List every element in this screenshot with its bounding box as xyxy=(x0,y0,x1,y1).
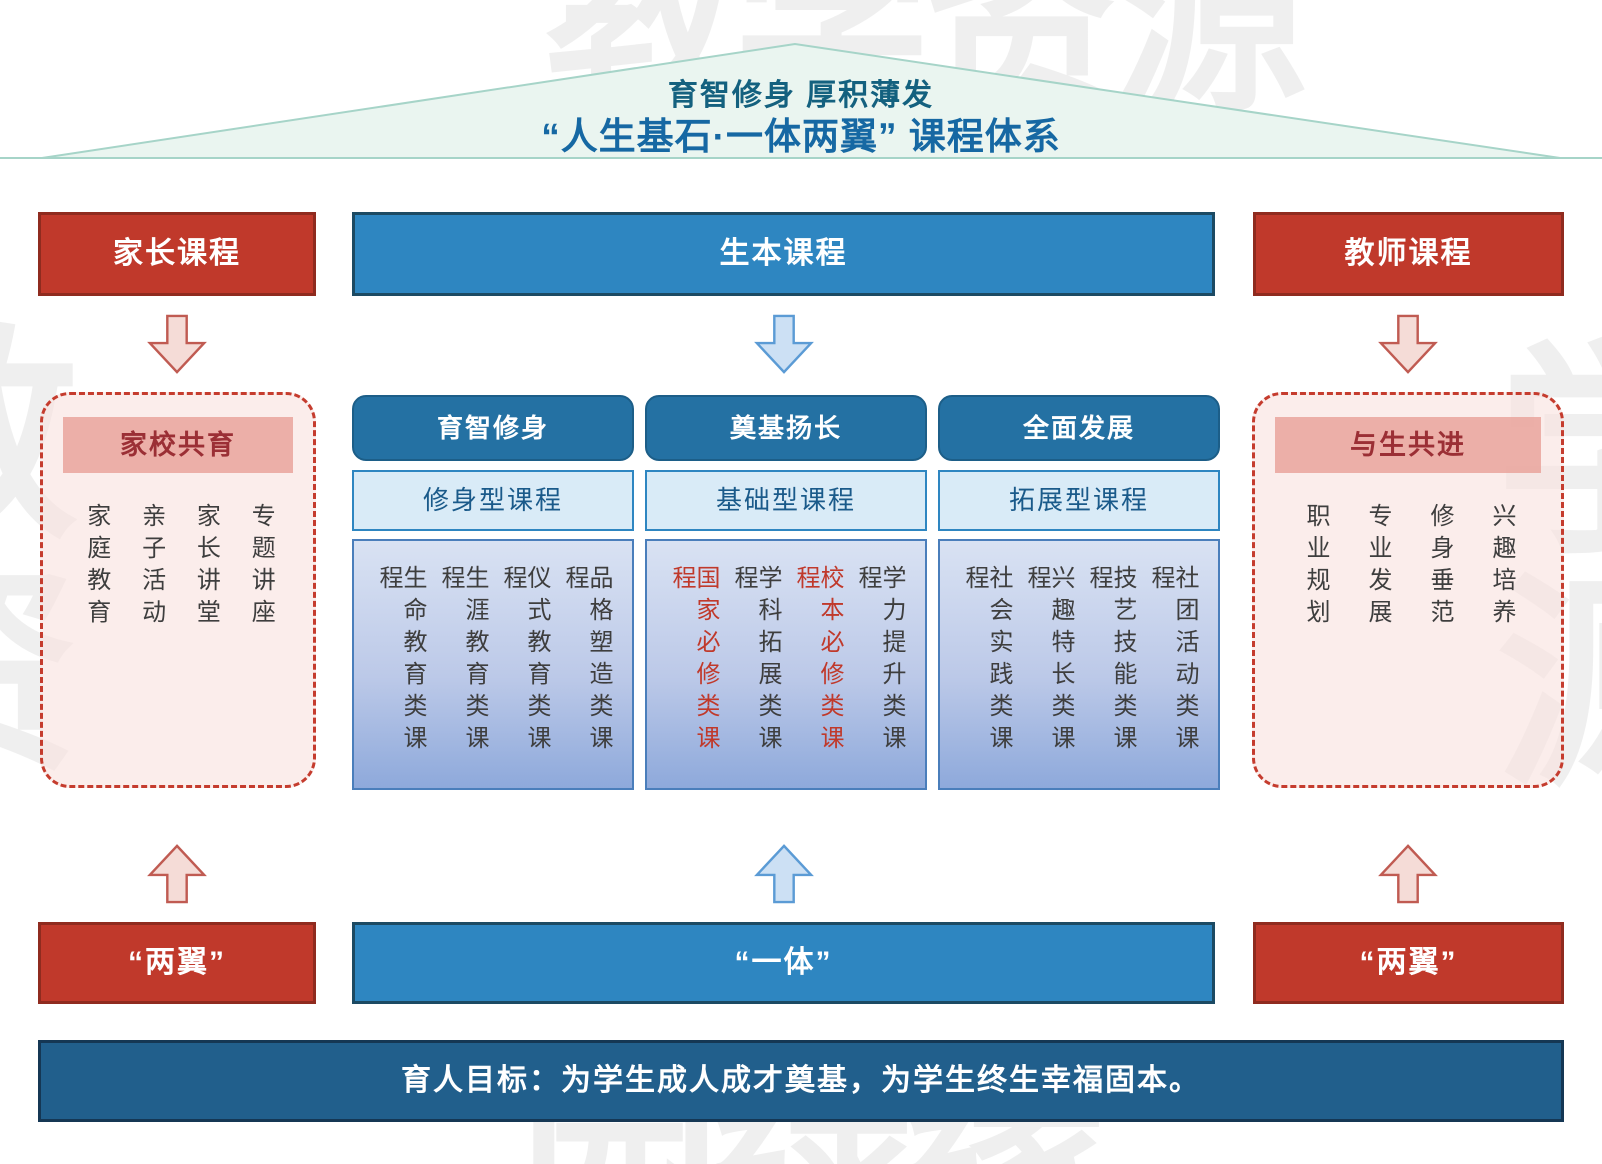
course-item: 学科拓展类课程 xyxy=(730,565,781,757)
down-arrow-icon xyxy=(1378,314,1438,374)
pillar-quanmianfazhan: 全面发展 拓展型课程 社会实践类课程 兴趣特长类课程 技艺技能类课程 社团活动类… xyxy=(938,395,1220,790)
home-school-panel-header: 家校共育 xyxy=(63,417,293,473)
pillar-type-label: 基础型课程 xyxy=(645,470,927,531)
pillar-course-list: 生命教育类课程 生涯教育类课程 仪式教育类课程 品格塑造类课程 xyxy=(352,539,634,790)
parent-course-box: 家长课程 xyxy=(38,212,316,296)
diagram-title: “人生基石·一体两翼” 课程体系 xyxy=(541,116,1061,157)
course-item: 技艺技能类课程 xyxy=(1085,565,1136,757)
course-item: 品格塑造类课程 xyxy=(561,565,612,757)
home-school-panel: 家校共育 家庭教育 亲子活动 家长讲堂 专题讲座 xyxy=(40,392,316,788)
teacher-growth-panel-items: 职业规划 专业发展 修身垂范 兴趣培养 xyxy=(1255,503,1561,631)
panel-item: 修身垂范 xyxy=(1426,503,1453,631)
up-arrow-icon xyxy=(754,844,814,904)
pillar-yuzhixiushen: 育智修身 修身型课程 生命教育类课程 生涯教育类课程 仪式教育类课程 品格塑造类… xyxy=(352,395,634,790)
course-item: 生命教育类课程 xyxy=(375,565,426,757)
course-item: 仪式教育类课程 xyxy=(499,565,550,757)
course-item: 国家必修类课程 xyxy=(668,565,719,757)
down-arrow-icon xyxy=(147,314,207,374)
panel-item: 家长讲堂 xyxy=(192,503,220,631)
two-wings-right-box: “两翼” xyxy=(1253,922,1564,1004)
course-item: 社团活动类课程 xyxy=(1147,565,1198,757)
two-wings-left-box: “两翼” xyxy=(38,922,316,1004)
pillar-type-label: 拓展型课程 xyxy=(938,470,1220,531)
pillar-type-label: 修身型课程 xyxy=(352,470,634,531)
course-item: 兴趣特长类课程 xyxy=(1023,565,1074,757)
course-item: 学力提升类课程 xyxy=(854,565,905,757)
pillar-course-list: 社会实践类课程 兴趣特长类课程 技艺技能类课程 社团活动类课程 xyxy=(938,539,1220,790)
education-goal-bar: 育人目标：为学生成人成才奠基，为学生终生幸福固本。 xyxy=(38,1040,1564,1122)
panel-item: 家庭教育 xyxy=(82,503,110,631)
down-arrow-icon xyxy=(754,314,814,374)
pillar-header: 奠基扬长 xyxy=(645,395,927,461)
up-arrow-icon xyxy=(147,844,207,904)
one-body-box: “一体” xyxy=(352,922,1215,1004)
pillar-course-list: 国家必修类课程 学科拓展类课程 校本必修类课程 学力提升类课程 xyxy=(645,539,927,790)
panel-item: 兴趣培养 xyxy=(1488,503,1515,631)
panel-item: 亲子活动 xyxy=(137,503,165,631)
home-school-panel-items: 家庭教育 亲子活动 家长讲堂 专题讲座 xyxy=(43,503,313,631)
pillar-header: 全面发展 xyxy=(938,395,1220,461)
panel-item: 专题讲座 xyxy=(247,503,275,631)
course-item: 社会实践类课程 xyxy=(961,565,1012,757)
course-item: 生涯教育类课程 xyxy=(437,565,488,757)
panel-item: 职业规划 xyxy=(1302,503,1329,631)
pillar-header: 育智修身 xyxy=(352,395,634,461)
course-item: 校本必修类课程 xyxy=(792,565,843,757)
teacher-growth-panel-header: 与生共进 xyxy=(1275,417,1541,473)
pillar-dianjiyangchang: 奠基扬长 基础型课程 国家必修类课程 学科拓展类课程 校本必修类课程 学力提升类… xyxy=(645,395,927,790)
student-course-box: 生本课程 xyxy=(352,212,1215,296)
diagram-subtitle: 育智修身 厚积薄发 xyxy=(667,79,935,112)
teacher-growth-panel: 与生共进 职业规划 专业发展 修身垂范 兴趣培养 xyxy=(1252,392,1564,788)
up-arrow-icon xyxy=(1378,844,1438,904)
panel-item: 专业发展 xyxy=(1364,503,1391,631)
roof-triangle xyxy=(0,42,1602,159)
teacher-course-box: 教师课程 xyxy=(1253,212,1564,296)
